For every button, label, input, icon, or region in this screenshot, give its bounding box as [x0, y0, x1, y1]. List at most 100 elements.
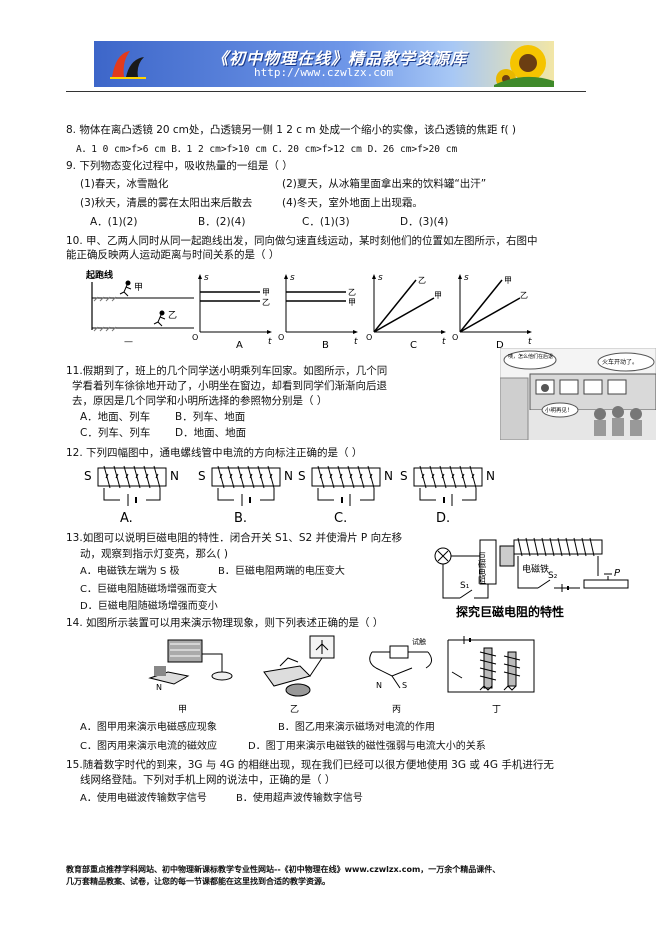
svg-text:s: s	[204, 273, 209, 283]
q13-caption: 探究巨磁电阻的特性	[456, 604, 564, 619]
q9-item-1: (1)春天，冰雪融化	[80, 178, 169, 190]
q9-option-a: A．(1)(2)	[90, 216, 138, 228]
runner-yi-icon	[153, 310, 166, 327]
runner-jia-label: 甲	[134, 282, 143, 293]
q14-option-a: A．图甲用来演示电磁感应现象	[80, 722, 217, 733]
q12-solenoid-d: S N D.	[400, 465, 495, 526]
q9-item-4: (4)冬天，室外地面上出现霜。	[282, 197, 423, 209]
q9-item-2: (2)夏天，从冰箱里面拿出来的饮料罐“出汗”	[282, 178, 487, 190]
graph-d-label: D	[496, 340, 504, 350]
svg-text:O: O	[366, 333, 372, 342]
q9-stem: 9. 下列物态变化过程中，吸收热量的一组是（ ）	[66, 160, 293, 172]
q11-bubble-1: 咦，怎么他们在后退	[508, 353, 553, 360]
q13-line-2: 动，观察到指示灯变亮，那么( )	[80, 548, 229, 560]
q12-solenoid-a: S N A.	[84, 465, 179, 526]
footer-line-2: 几万套精品教案、试卷，让您的每一节课都能在这里找到合适的教学资源。	[66, 877, 330, 886]
q15-option-b: B．使用超声波传输数字信号	[236, 793, 363, 804]
banner-url[interactable]: http://www.czwlzx.com	[254, 66, 394, 79]
figure-jia: N 甲	[148, 639, 233, 715]
electromagnet-label: 电磁铁	[522, 563, 549, 575]
q10-graph-a: s t O 甲 乙 A	[192, 273, 272, 350]
q13-option-b: B．巨磁电阻两端的电压变大	[218, 566, 345, 577]
footer-line-1: 教育部重点推荐学科网站、初中物理新课标教学专业性网站--《初中物理在线》www.…	[66, 865, 501, 874]
svg-text:乙: 乙	[418, 276, 426, 285]
q12-label-d: D.	[436, 511, 450, 526]
q9-item-3: (3)秋天，清晨的雾在太阳出来后散去	[80, 197, 253, 209]
start-line-label: 起跑线	[85, 269, 113, 281]
q14-apparatus-figure: N 甲 乙 试触 N S 丙 丁	[148, 635, 535, 715]
q14-stem: 14. 如图所示装置可以用来演示物理现象，则下列表述正确的是（ ）	[66, 617, 384, 629]
q12-solenoid-b: S N B.	[198, 465, 293, 526]
svg-text:N: N	[376, 681, 382, 690]
q11-line-3: 去，原因是几个同学和小明所选择的参照物分别是（ ）	[72, 395, 328, 407]
q8-stem: 8. 物体在离凸透镜 20 cm处，凸透镜另一侧 1 2 c m 处成一个缩小的…	[66, 124, 517, 136]
svg-text:N: N	[486, 469, 495, 483]
q11-line-1: 11.假期到了，班上的几个同学送小明乘列车回家。如图所示，几个同	[66, 365, 388, 377]
q12-stem: 12. 下列四幅图中，通电螺线管中电流的方向标注正确的是（ ）	[66, 447, 363, 459]
site-banner: 《初中物理在线》精品教学资源库 http://www.czwlzx.com	[94, 41, 554, 87]
gmr-label: 巨磁电阻	[478, 552, 487, 585]
svg-text:S: S	[400, 469, 408, 483]
svg-text:t: t	[354, 337, 358, 347]
q14-option-b: B．图乙用来演示磁场对电流的作用	[278, 722, 435, 733]
q14-option-d: D．图丁用来演示电磁铁的磁性强弱与电流大小的关系	[248, 741, 486, 752]
q9-option-d: D．(3)(4)	[400, 216, 449, 228]
q10-runners-figure: 起跑线 甲 乙 —	[85, 269, 194, 347]
svg-text:s: s	[464, 273, 469, 283]
q11-option-d: D．地面、地面	[175, 427, 247, 439]
q12-label-b: B.	[234, 511, 247, 526]
svg-text:乙: 乙	[290, 704, 299, 715]
q10-graph-c: s t O 乙 甲 C	[366, 273, 446, 350]
svg-text:甲: 甲	[434, 291, 442, 300]
figure-ding: 丁	[447, 636, 535, 715]
q13-gmr-circuit: 巨磁电阻 S₁ 电磁铁 S₂ P 探究巨磁电阻的特性	[434, 537, 629, 619]
runner-yi-label: 乙	[168, 310, 177, 321]
q11-option-b: B．列车、地面	[175, 411, 246, 423]
q15-line-1: 15.随着数字时代的到来，3G 与 4G 的相继出现，现在我们已经可以很方便地使…	[66, 759, 554, 771]
svg-text:S: S	[298, 469, 306, 483]
svg-text:O: O	[452, 333, 458, 342]
svg-text:O: O	[192, 333, 198, 342]
q12-label-a: A.	[120, 511, 133, 526]
svg-text:甲: 甲	[178, 704, 187, 715]
q12-label-c: C.	[334, 511, 347, 526]
q9-option-c: C．(1)(3)	[302, 216, 350, 228]
banner-title: 《初中物理在线》精品教学资源库	[212, 49, 468, 68]
runner-jia-icon	[119, 280, 132, 297]
svg-text:甲: 甲	[348, 298, 356, 307]
svg-text:N: N	[384, 469, 393, 483]
svg-text:S: S	[198, 469, 206, 483]
svg-text:乙: 乙	[348, 288, 356, 297]
q10-stem-1: 10. 甲、乙两人同时从同一起跑线出发，同向做匀速直线运动，某时刻他们的位置如左…	[66, 235, 538, 247]
q13-option-d: D．巨磁电阻随磁场增强而变小	[80, 601, 218, 612]
q10-dash: —	[124, 337, 133, 347]
svg-text:甲: 甲	[504, 276, 512, 285]
svg-text:t: t	[442, 337, 446, 347]
graph-a-label: A	[236, 340, 243, 350]
svg-text:s: s	[290, 273, 295, 283]
q13-option-c: C．巨磁电阻随磁场增强而变大	[80, 584, 217, 595]
q13-line-1: 13.如图可以说明巨磁电阻的特性．闭合开关 S1、S2 并使滑片 P 向左移	[66, 532, 403, 544]
svg-text:N: N	[284, 469, 293, 483]
svg-text:O: O	[278, 333, 284, 342]
svg-text:丁: 丁	[492, 705, 501, 715]
q11-train-illustration: 咦，怎么他们在后退 火车开动了。 小明再见！	[500, 348, 656, 440]
q9-option-b: B．(2)(4)	[198, 216, 246, 228]
svg-text:N: N	[156, 683, 162, 692]
site-logo	[110, 51, 146, 79]
q15-option-a: A．使用电磁波传输数字信号	[80, 793, 207, 804]
figure-bing: 试触 N S 丙	[369, 637, 432, 715]
svg-text:S₂: S₂	[548, 571, 558, 581]
q10-stem-2: 能正确反映两人运动距离与时间关系的是（ ）	[66, 249, 280, 261]
q10-graph-d: s t O 甲 乙 D	[452, 273, 532, 350]
q15-line-2: 线网络登陆。下列对手机上网的说法中，正确的是（ ）	[80, 774, 336, 786]
svg-text:P: P	[614, 568, 621, 579]
svg-text:S: S	[402, 681, 407, 690]
q8-options: A．1 0 cm>f>6 cm B．1 2 cm>f>10 cm C．20 cm…	[76, 144, 458, 155]
svg-text:t: t	[268, 337, 272, 347]
q11-bubble-2: 火车开动了。	[602, 358, 638, 366]
svg-text:甲: 甲	[262, 288, 270, 297]
page-footer: 教育部重点推荐学科网站、初中物理新课标教学专业性网站--《初中物理在线》www.…	[66, 864, 500, 888]
svg-text:乙: 乙	[520, 291, 528, 300]
q11-bubble-3: 小明再见！	[545, 406, 573, 414]
